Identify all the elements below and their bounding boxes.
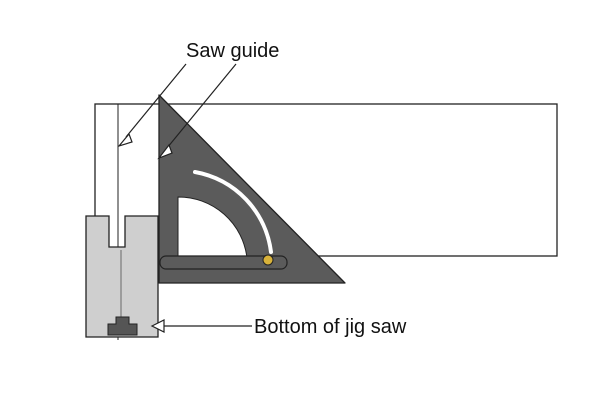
- bottom-of-jig-saw-label: Bottom of jig saw: [254, 316, 407, 338]
- bottom-arrow: [150, 319, 252, 333]
- saw-guide-arrows: [117, 63, 237, 160]
- arrow-to-blade-head: [117, 132, 133, 148]
- jig-saw-base: [85, 215, 159, 338]
- angle-scale-arc: [193, 170, 273, 254]
- pivot-pin: [262, 254, 274, 266]
- arrow-to-square: [166, 63, 237, 149]
- speed-square-fence: [159, 255, 288, 270]
- bottom-arrow-head: [150, 319, 165, 333]
- speed-square: [158, 94, 346, 284]
- arrow-to-square-head: [157, 143, 173, 160]
- saw-guide-label: Saw guide: [186, 40, 279, 62]
- jig-saw-foot: [107, 316, 138, 336]
- arrow-to-blade: [125, 63, 187, 138]
- jig-saw-body: [85, 215, 159, 338]
